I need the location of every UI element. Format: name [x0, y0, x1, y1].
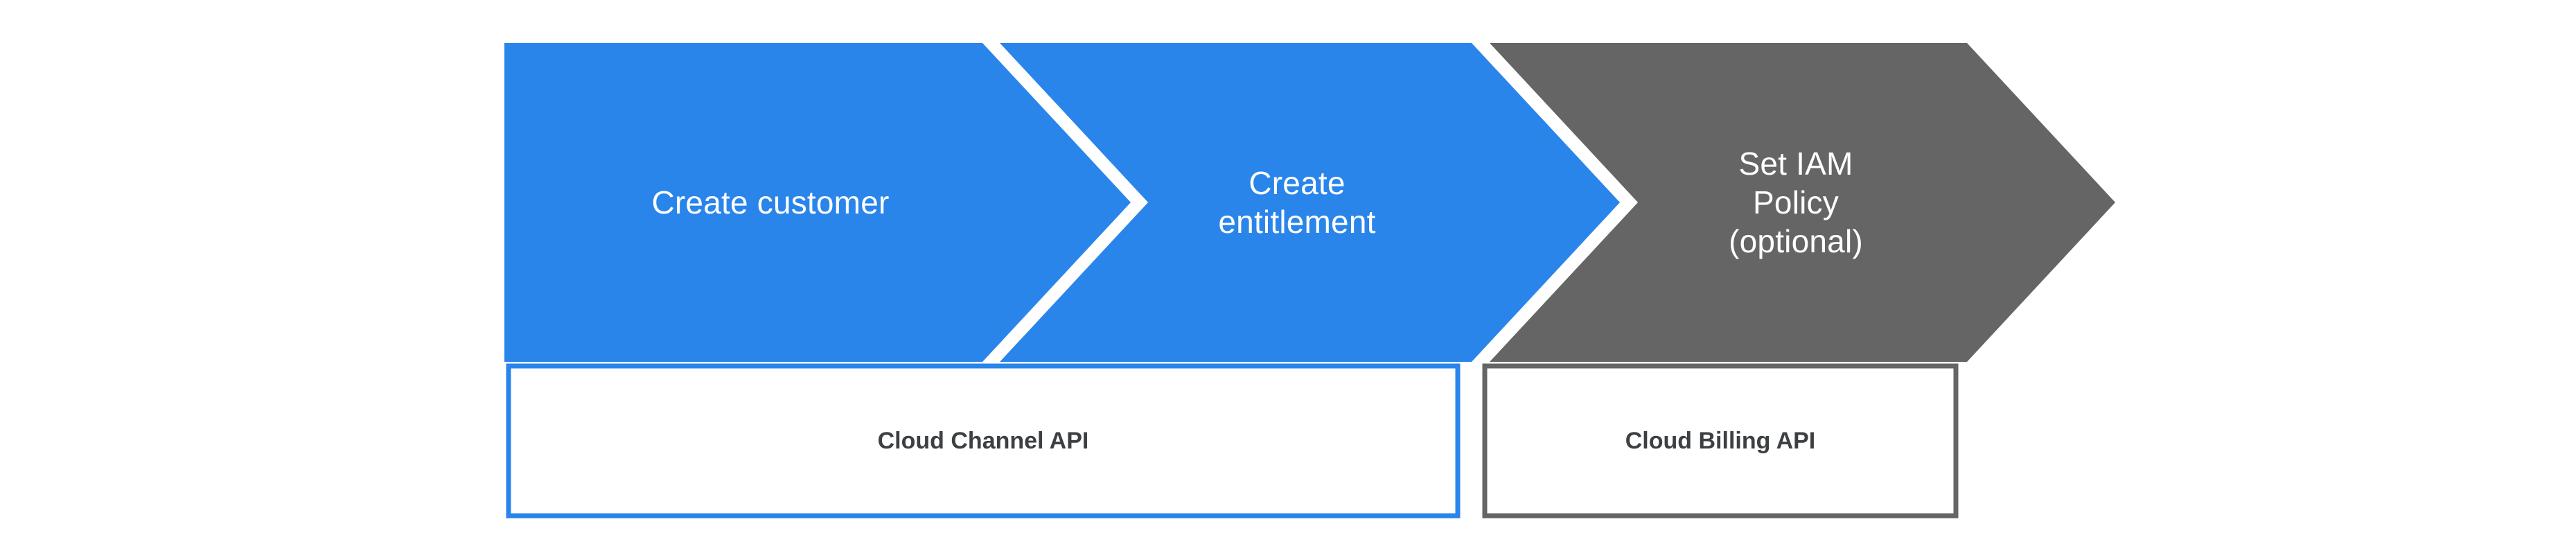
chevron-shape-create-entitlement[interactable] [1000, 43, 1620, 362]
api-group-box-cloud-channel-api[interactable] [506, 363, 1461, 518]
chevron-shape-set-iam-policy[interactable] [1490, 43, 2115, 362]
chevron-shape-create-customer[interactable] [504, 43, 1131, 362]
api-group-box-cloud-billing-api[interactable] [1482, 363, 1959, 518]
